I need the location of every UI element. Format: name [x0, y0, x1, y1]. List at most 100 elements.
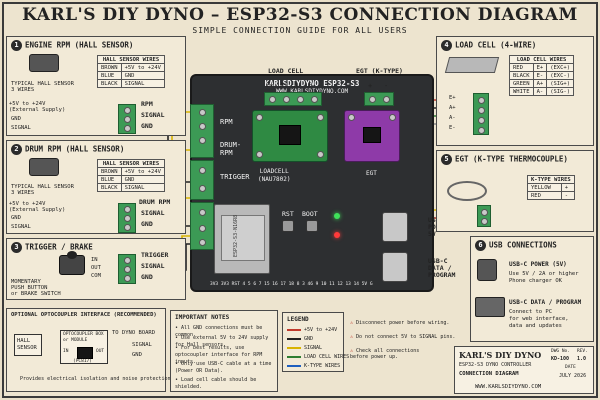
in-label: IN [91, 257, 98, 263]
title-block-url: WWW.KARLSDIYDYNO.COM [475, 384, 542, 390]
title-block: KARL'S DIY DYNO ESP32-S3 DYNO CONTROLLER… [454, 346, 594, 394]
loadcell-pin-label: E+ [266, 82, 274, 89]
wire-color: RED [509, 63, 534, 72]
note-item: • Only use USB-C cable at a time (Power … [175, 361, 272, 374]
usb-data-title: USB-C DATA / PROGRAM [509, 299, 582, 306]
wire-function: (EXC-) [546, 71, 575, 80]
gnd-label: GND [11, 116, 21, 122]
dwg-label: DWG No. [551, 349, 570, 354]
to-board-label: TO DYNO BOARD [112, 330, 156, 336]
warnings-block: ⚠ Disconnect power before wiring. ⚠ Do n… [350, 318, 460, 378]
rev-label: REV. [577, 349, 588, 354]
wire-polarity: - [560, 191, 575, 200]
wire-color: BROWN [97, 167, 122, 176]
rpm-terminal-block [118, 104, 136, 134]
egt-pin-minus: - [384, 82, 389, 90]
usb-power-port[interactable] [382, 212, 408, 242]
opto-signal-label: SIGNAL [132, 342, 152, 348]
wire-color: WHITE [509, 87, 534, 96]
wire-color: BLACK [97, 79, 122, 88]
drum-signal-label: SIGNAL [141, 209, 165, 217]
pc817-chip [77, 347, 93, 359]
legend-swatch [287, 337, 301, 340]
trigger-terminal-label: TRIGGER [141, 251, 169, 259]
wire-function: (SIG+) [546, 79, 575, 88]
legend-label: K-TYPE WIRES [304, 363, 341, 369]
warning-text: Disconnect power before wiring. [356, 320, 450, 326]
sensor-caption: TYPICAL HALL SENSOR 3 WIRES [11, 81, 74, 93]
supply-label: +5V to +24V (External Supply) [9, 201, 66, 213]
ktype-wire-table: K-TYPE WIRES YELLOW+ RED- [527, 175, 575, 200]
optocoupler-box: OPTOCOUPLER BOX or MODULE IN OUT (PC817) [60, 330, 108, 364]
push-button-icon [59, 251, 85, 275]
table-title: HALL SENSOR WIRES [97, 159, 165, 168]
legend-swatch [287, 328, 301, 331]
table-title: HALL SENSOR WIRES [97, 55, 165, 64]
warning-item: ⚠ Disconnect power before wiring. [350, 320, 449, 326]
hall-sensor-box: HALL SENSOR [14, 334, 42, 356]
page-title: KARL'S DIY DYNO – ESP32-S3 CONNECTION DI… [22, 5, 578, 25]
signal-label: SIGNAL [11, 224, 31, 230]
thermocouple-icon [447, 181, 487, 201]
rst-button[interactable] [282, 220, 294, 232]
boot-button[interactable] [306, 220, 318, 232]
warning-item: ⚠ Do not connect 5V to SIGNAL pins. [350, 334, 455, 340]
loadcell-chip-label: LOADCELL (NAU7802) [258, 168, 291, 183]
rst-label: RST [282, 210, 294, 218]
status-led-green [334, 213, 340, 219]
wire-pin: A+ [532, 79, 548, 88]
egt-terminal [477, 205, 491, 227]
legend-label: GND [304, 336, 314, 342]
engine-rpm-title-text: ENGINE RPM (HALL SENSOR) [25, 40, 134, 50]
laptop-icon [475, 297, 505, 317]
legend-panel: LEGEND +5V to +24V GND SIGNAL LOAD CELL … [282, 312, 349, 372]
wire-function: (EXC+) [546, 63, 575, 72]
warning-text: Do not connect 5V to SIGNAL pins. [356, 334, 456, 340]
status-led-red [334, 232, 340, 238]
egt-header: EGT (K-TYPE) [356, 67, 403, 75]
usb-data-port[interactable] [382, 252, 408, 282]
lc-pin-label: A- [449, 115, 456, 121]
wire-polarity: + [560, 183, 575, 192]
legend-label: +5V to +24V [304, 327, 338, 333]
board-rpm-label: RPM [220, 118, 233, 126]
egt-title-text: EGT (K-TYPE THERMOCOUPLE) [455, 154, 568, 164]
date-label: DATE [565, 365, 576, 370]
trigger-title-text: TRIGGER / BRAKE [25, 242, 93, 252]
wire-pin: E+ [532, 63, 548, 72]
table-title: LOAD CELL WIRES [508, 55, 575, 64]
com-label: COM [91, 273, 101, 279]
legend-swatch [287, 355, 301, 358]
load-cell-terminal [473, 93, 489, 135]
wire-function: (SIG-) [546, 87, 575, 96]
egt-connector [364, 92, 394, 106]
warning-icon: ⚠ [350, 334, 357, 340]
legend-label: LOAD CELL WIRES [304, 354, 350, 360]
lc-pin-label: E- [449, 125, 456, 131]
warning-item: ⚠ Check all connections before power up. [350, 348, 440, 360]
drum-rpm-title-text: DRUM RPM (HALL SENSOR) [25, 144, 125, 154]
step-number: 6 [475, 240, 486, 251]
opto-in-label: IN [63, 349, 69, 354]
drum-rpm-terminal-label: DRUM RPM [139, 198, 171, 206]
board-drum-terminal [190, 160, 214, 200]
note-item: • Use external 5V to 24V supply for Hall… [175, 335, 269, 348]
optocoupler-caption: Provides electrical isolation and noise … [20, 376, 171, 382]
wire-color: BROWN [97, 63, 122, 72]
title-block-name: KARL'S DIY DYNO [459, 350, 542, 360]
notes-title: IMPORTANT NOTES [175, 314, 230, 321]
board-name: KARLSDIYDYNO ESP32-S3 [264, 79, 360, 88]
drum-gnd-label: GND [141, 220, 153, 228]
dwg-number: KD-100 [551, 356, 570, 362]
boot-label: BOOT [302, 210, 318, 218]
wire-function: +5V to +24V [120, 63, 166, 72]
legend-item: SIGNAL [287, 345, 322, 351]
